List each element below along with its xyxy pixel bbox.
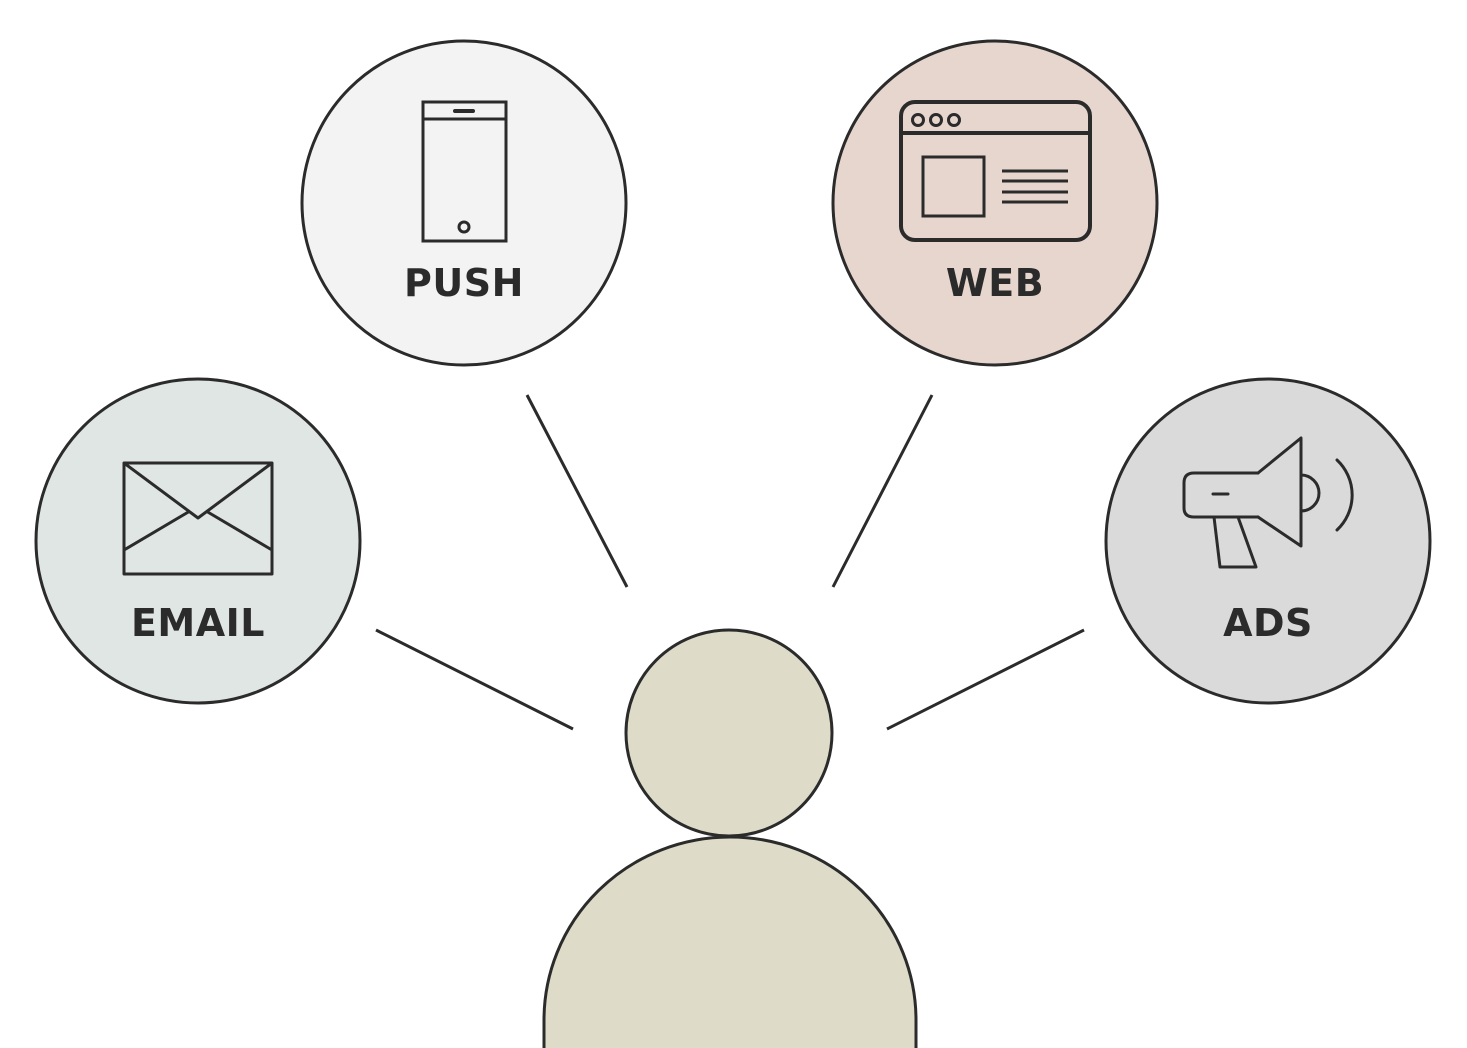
channel-node-email: EMAIL — [34, 377, 362, 705]
web-circle — [831, 39, 1159, 367]
channel-label-web: WEB — [946, 261, 1044, 305]
email-circle — [34, 377, 362, 705]
connectors — [375, 394, 1085, 731]
connector-web — [831, 394, 934, 588]
push-circle — [300, 39, 628, 367]
channel-node-ads: ADS — [1104, 377, 1432, 705]
ads-circle — [1104, 377, 1432, 705]
person-head — [624, 628, 834, 838]
person-body — [544, 837, 916, 1048]
channel-node-web: WEB — [831, 39, 1159, 367]
channel-node-push: PUSH — [300, 39, 628, 367]
connector-email — [375, 628, 574, 731]
envelope-icon — [122, 461, 274, 576]
connector-ads — [886, 628, 1085, 731]
person-icon — [542, 628, 918, 1048]
channel-label-email: EMAIL — [131, 601, 265, 645]
smartphone-icon — [421, 100, 508, 243]
channel-label-push: PUSH — [404, 261, 524, 305]
megaphone-icon — [1182, 436, 1354, 569]
connector-push — [525, 394, 629, 588]
browser-window-icon — [899, 100, 1092, 242]
channel-label-ads: ADS — [1223, 601, 1313, 645]
